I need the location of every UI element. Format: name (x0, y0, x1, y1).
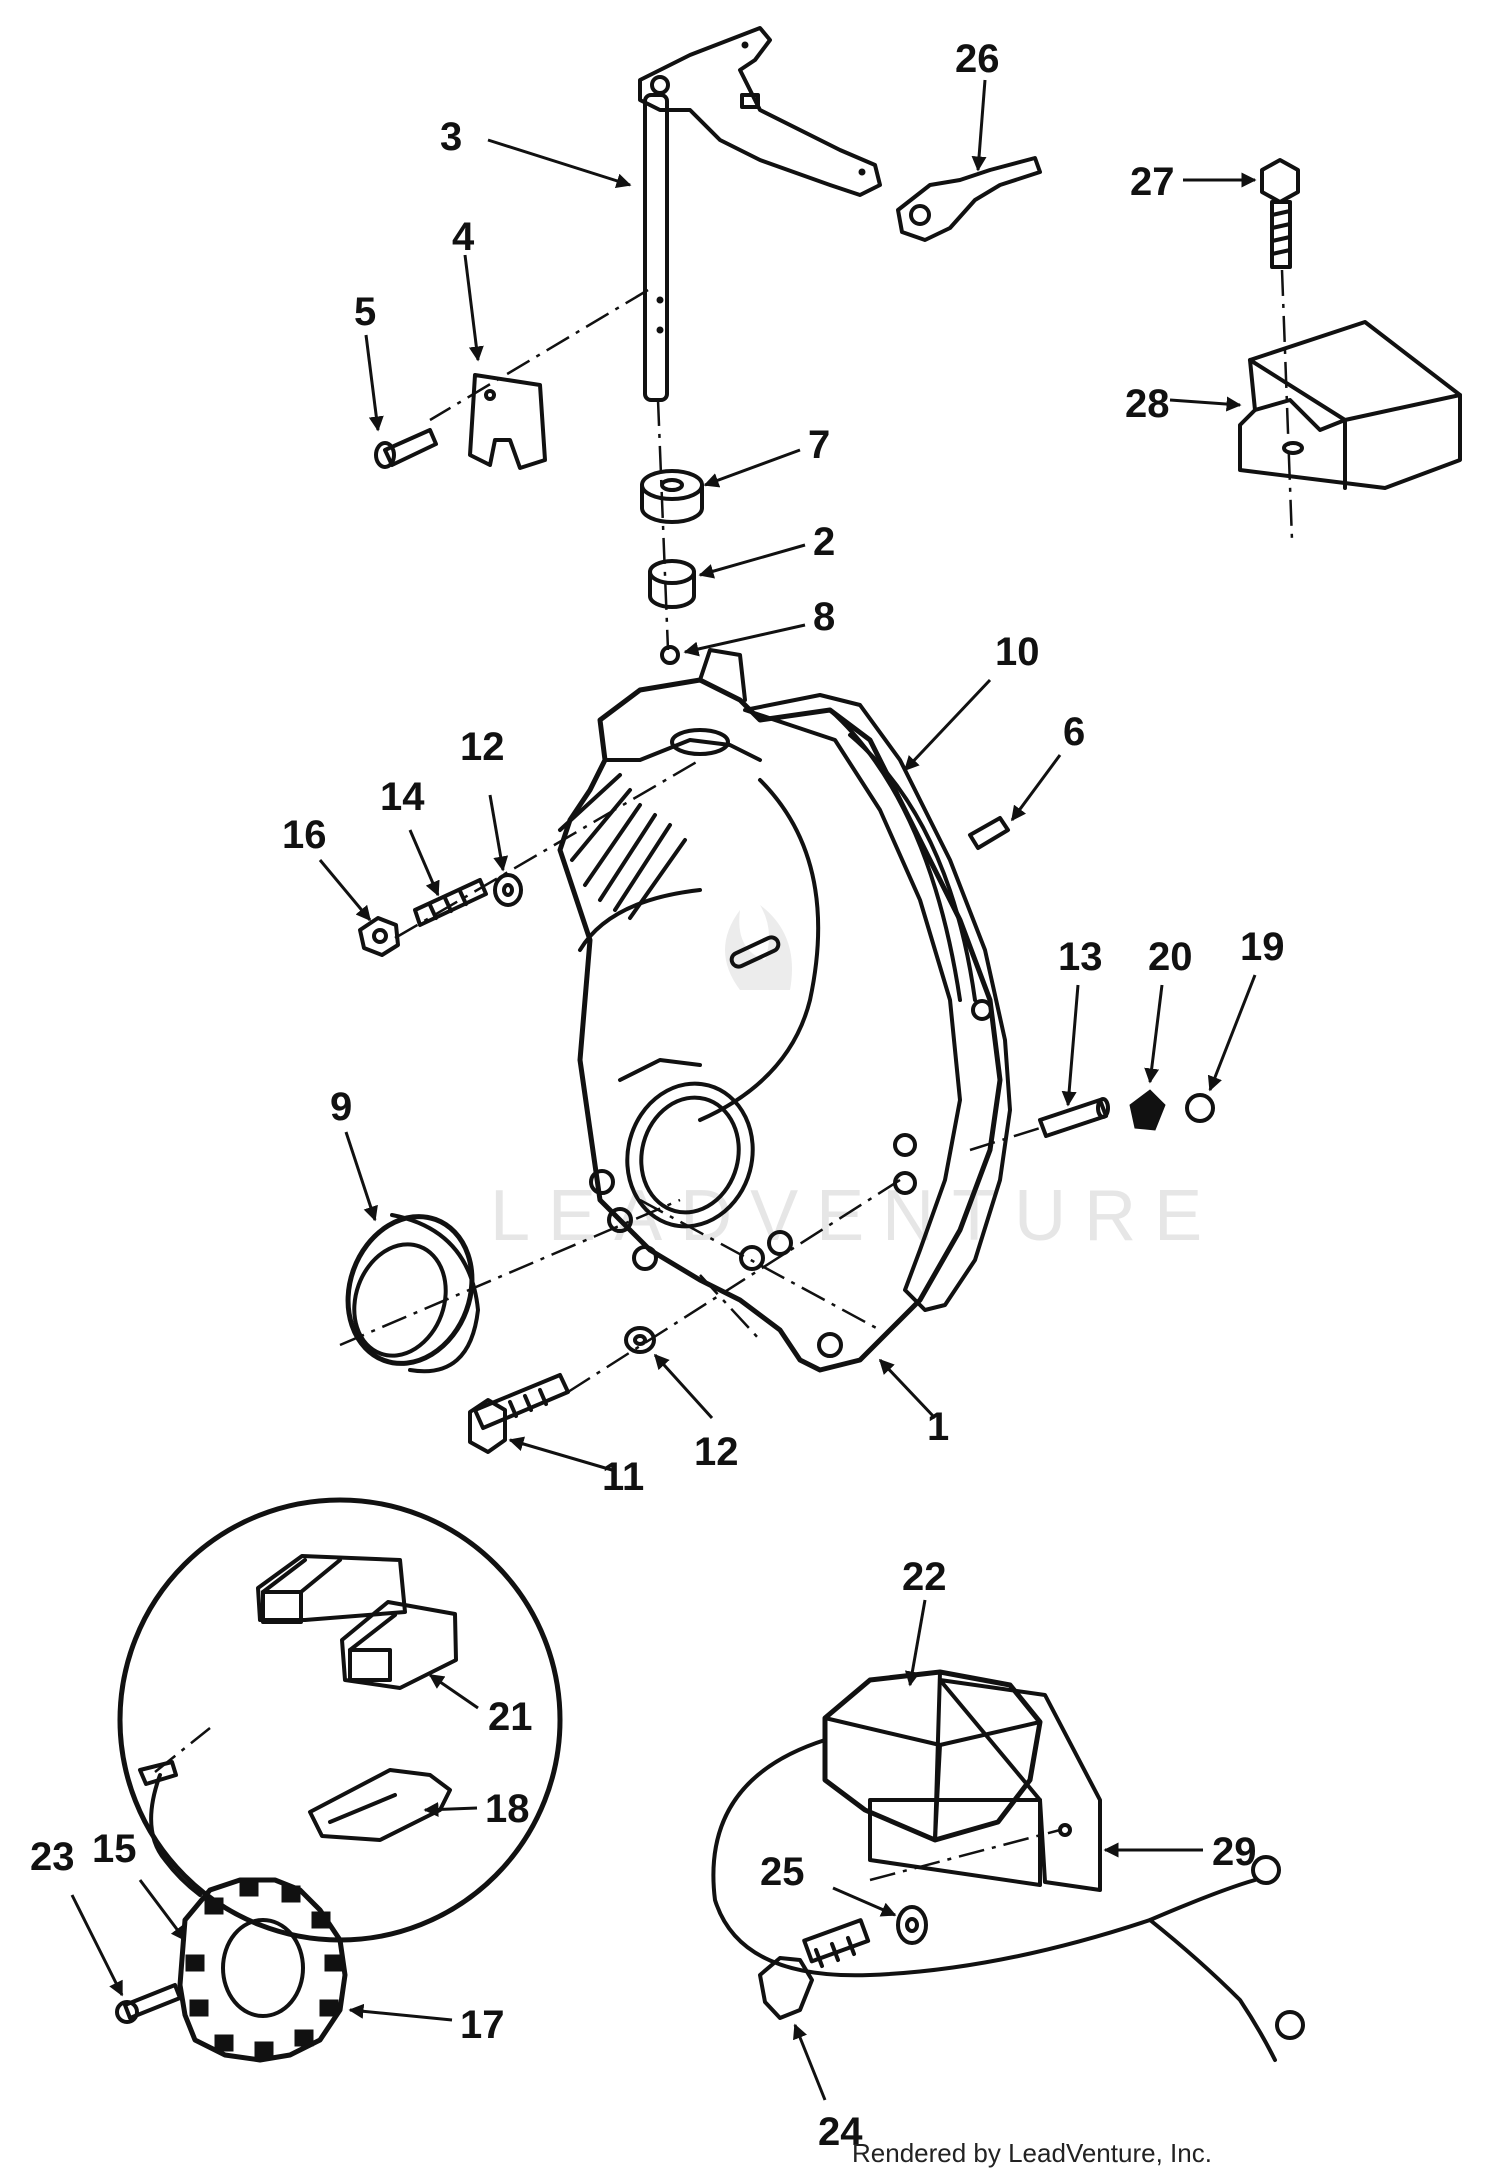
callout-18: 18 (485, 1787, 530, 1831)
callout-27: 27 (1130, 160, 1175, 204)
callout-12-upper: 12 (460, 725, 505, 769)
stator-screw (115, 1983, 182, 2024)
callout-26: 26 (955, 37, 1000, 81)
leader-lines (70, 79, 1257, 2101)
gear-cover (557, 648, 1003, 1373)
render-credit: Rendered by LeadVenture, Inc. (852, 2138, 1212, 2168)
callout-20: 20 (1148, 935, 1193, 979)
watermark: LEADVENTURE (490, 905, 1202, 1256)
callout-9: 9 (330, 1085, 352, 1129)
callout-29: 29 (1212, 1830, 1257, 1874)
regulator-washer (896, 1905, 928, 1945)
callout-10: 10 (995, 630, 1040, 674)
callout-24: 24 (818, 2110, 863, 2154)
callout-7: 7 (808, 423, 830, 467)
callout-13: 13 (1058, 935, 1103, 979)
callout-8: 8 (813, 595, 835, 639)
regulator-bolt (1260, 158, 1300, 269)
regulator-bolt (758, 1918, 871, 2020)
link-clip (896, 156, 1042, 242)
stud-right (1038, 1097, 1110, 1138)
assembly-centerlines (154, 269, 1294, 1882)
callout-28: 28 (1125, 382, 1170, 426)
gasket (743, 693, 1012, 1312)
callout-5: 5 (354, 290, 376, 334)
hex-bolt (468, 1373, 570, 1454)
washer-upper (493, 873, 523, 907)
callout-15: 15 (92, 1827, 137, 1871)
ball-bearing (660, 645, 680, 665)
governor-shaft-assembly (638, 26, 882, 402)
washer-lower (624, 1326, 656, 1354)
callout-12-lower: 12 (694, 1430, 739, 1474)
hex-nut (358, 916, 400, 957)
callout-3: 3 (440, 115, 462, 159)
governor-bracket (468, 373, 547, 470)
voltage-regulator (822, 1669, 1043, 1843)
bracket-screw (374, 428, 438, 469)
washer-spacer (640, 469, 704, 524)
callout-4: 4 (452, 215, 475, 259)
bushing (648, 559, 696, 609)
regulator-wire (711, 1738, 1305, 2062)
callout-14: 14 (380, 775, 425, 819)
plug (1129, 1089, 1166, 1131)
callout-labels: 3 4 5 26 27 28 7 2 8 10 6 12 14 16 13 20… (30, 37, 1285, 2154)
callout-1: 1 (927, 1405, 949, 1449)
dowel-pin (968, 816, 1010, 850)
alternator-stator (177, 1877, 348, 2063)
callout-6: 6 (1063, 710, 1085, 754)
stator-wire (138, 1760, 202, 1897)
callout-25: 25 (760, 1850, 805, 1894)
callout-22: 22 (902, 1555, 947, 1599)
callout-16: 16 (282, 813, 327, 857)
stud (413, 878, 488, 927)
callout-21: 21 (488, 1695, 533, 1739)
callout-19: 19 (1240, 925, 1285, 969)
mounting-plate (868, 1678, 1102, 1892)
callout-11: 11 (602, 1455, 644, 1499)
oil-seal (345, 1213, 480, 1374)
rectifier-block (1238, 320, 1462, 490)
callout-23: 23 (30, 1835, 75, 1879)
callout-2: 2 (813, 520, 835, 564)
callout-17: 17 (460, 2003, 505, 2047)
retaining-ring (1185, 1093, 1215, 1123)
